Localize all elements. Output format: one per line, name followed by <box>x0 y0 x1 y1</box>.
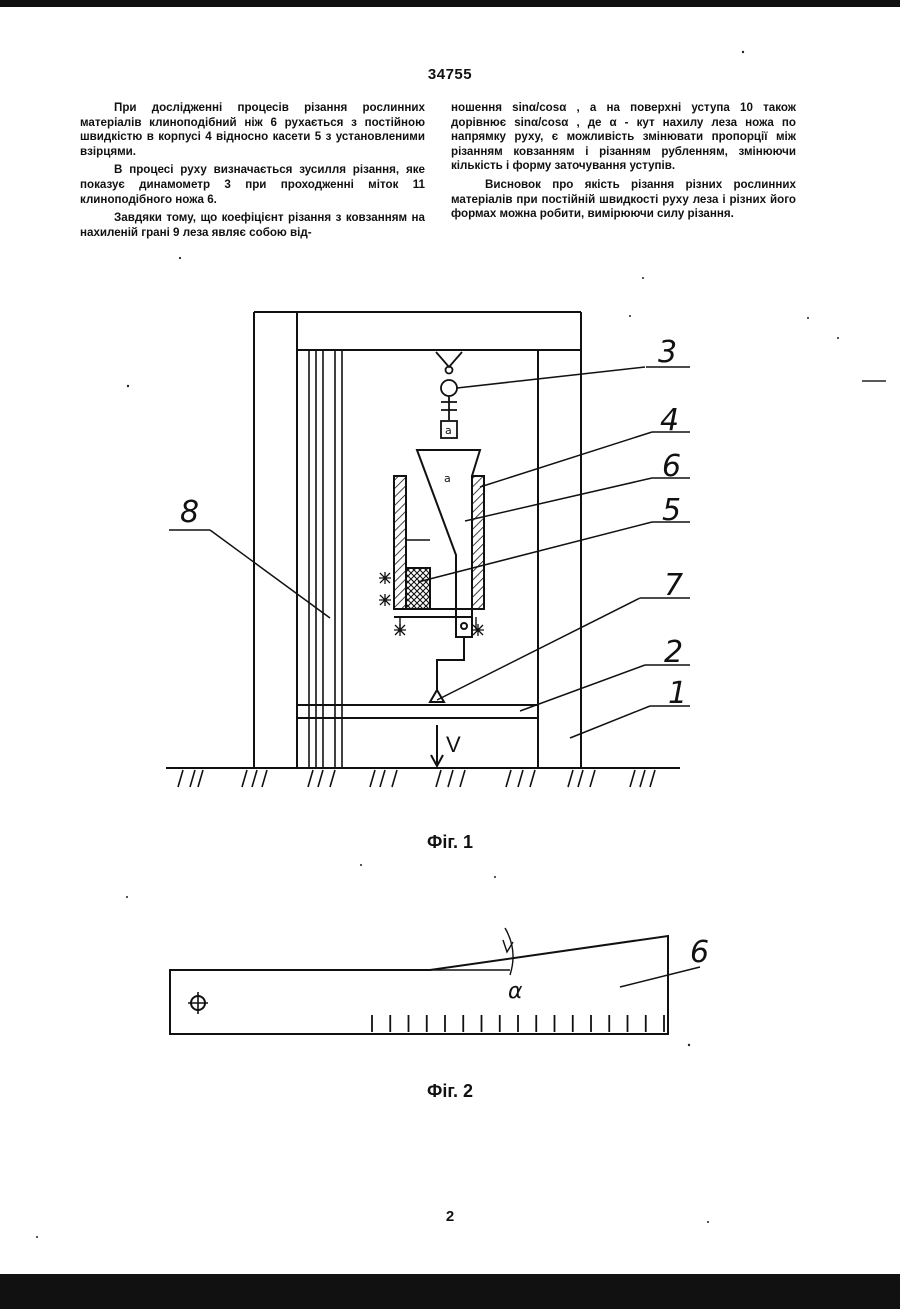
scan-bottom-edge <box>0 1274 900 1309</box>
angle-label: α <box>508 979 523 1004</box>
knife-outline <box>170 936 668 1034</box>
sensor <box>430 690 444 702</box>
page-number: 2 <box>0 1208 900 1225</box>
figure-1 <box>166 312 690 787</box>
scale-ticks <box>372 1015 664 1032</box>
velocity-label: V <box>446 732 461 757</box>
knife-mark: a <box>444 472 451 485</box>
figure-1-labels: 3 4 6 5 7 2 1 8 V a a <box>180 335 687 757</box>
ref-label-8: 8 <box>180 495 199 530</box>
figure-2 <box>170 928 700 1034</box>
cassette <box>406 540 430 609</box>
figure-2-caption: Фіг. 2 <box>0 1081 900 1102</box>
dynamometer-mark: a <box>445 424 452 437</box>
ref-label-2: 2 <box>664 635 683 670</box>
ref-label-4: 4 <box>660 403 679 438</box>
ref-label-7: 7 <box>664 568 683 603</box>
platform <box>297 705 538 718</box>
ref-label-5: 5 <box>662 493 681 528</box>
figure-1-caption: Фіг. 1 <box>0 832 900 853</box>
ref-label-1: 1 <box>668 676 687 711</box>
leader-lines <box>169 367 690 738</box>
scan-specks <box>36 51 886 1238</box>
ref-label-6: 6 <box>662 449 681 484</box>
ground <box>166 768 680 787</box>
ref-label-3: 3 <box>658 335 677 370</box>
velocity-arrow <box>431 725 443 766</box>
ref-label-6-fig2: 6 <box>690 935 709 970</box>
